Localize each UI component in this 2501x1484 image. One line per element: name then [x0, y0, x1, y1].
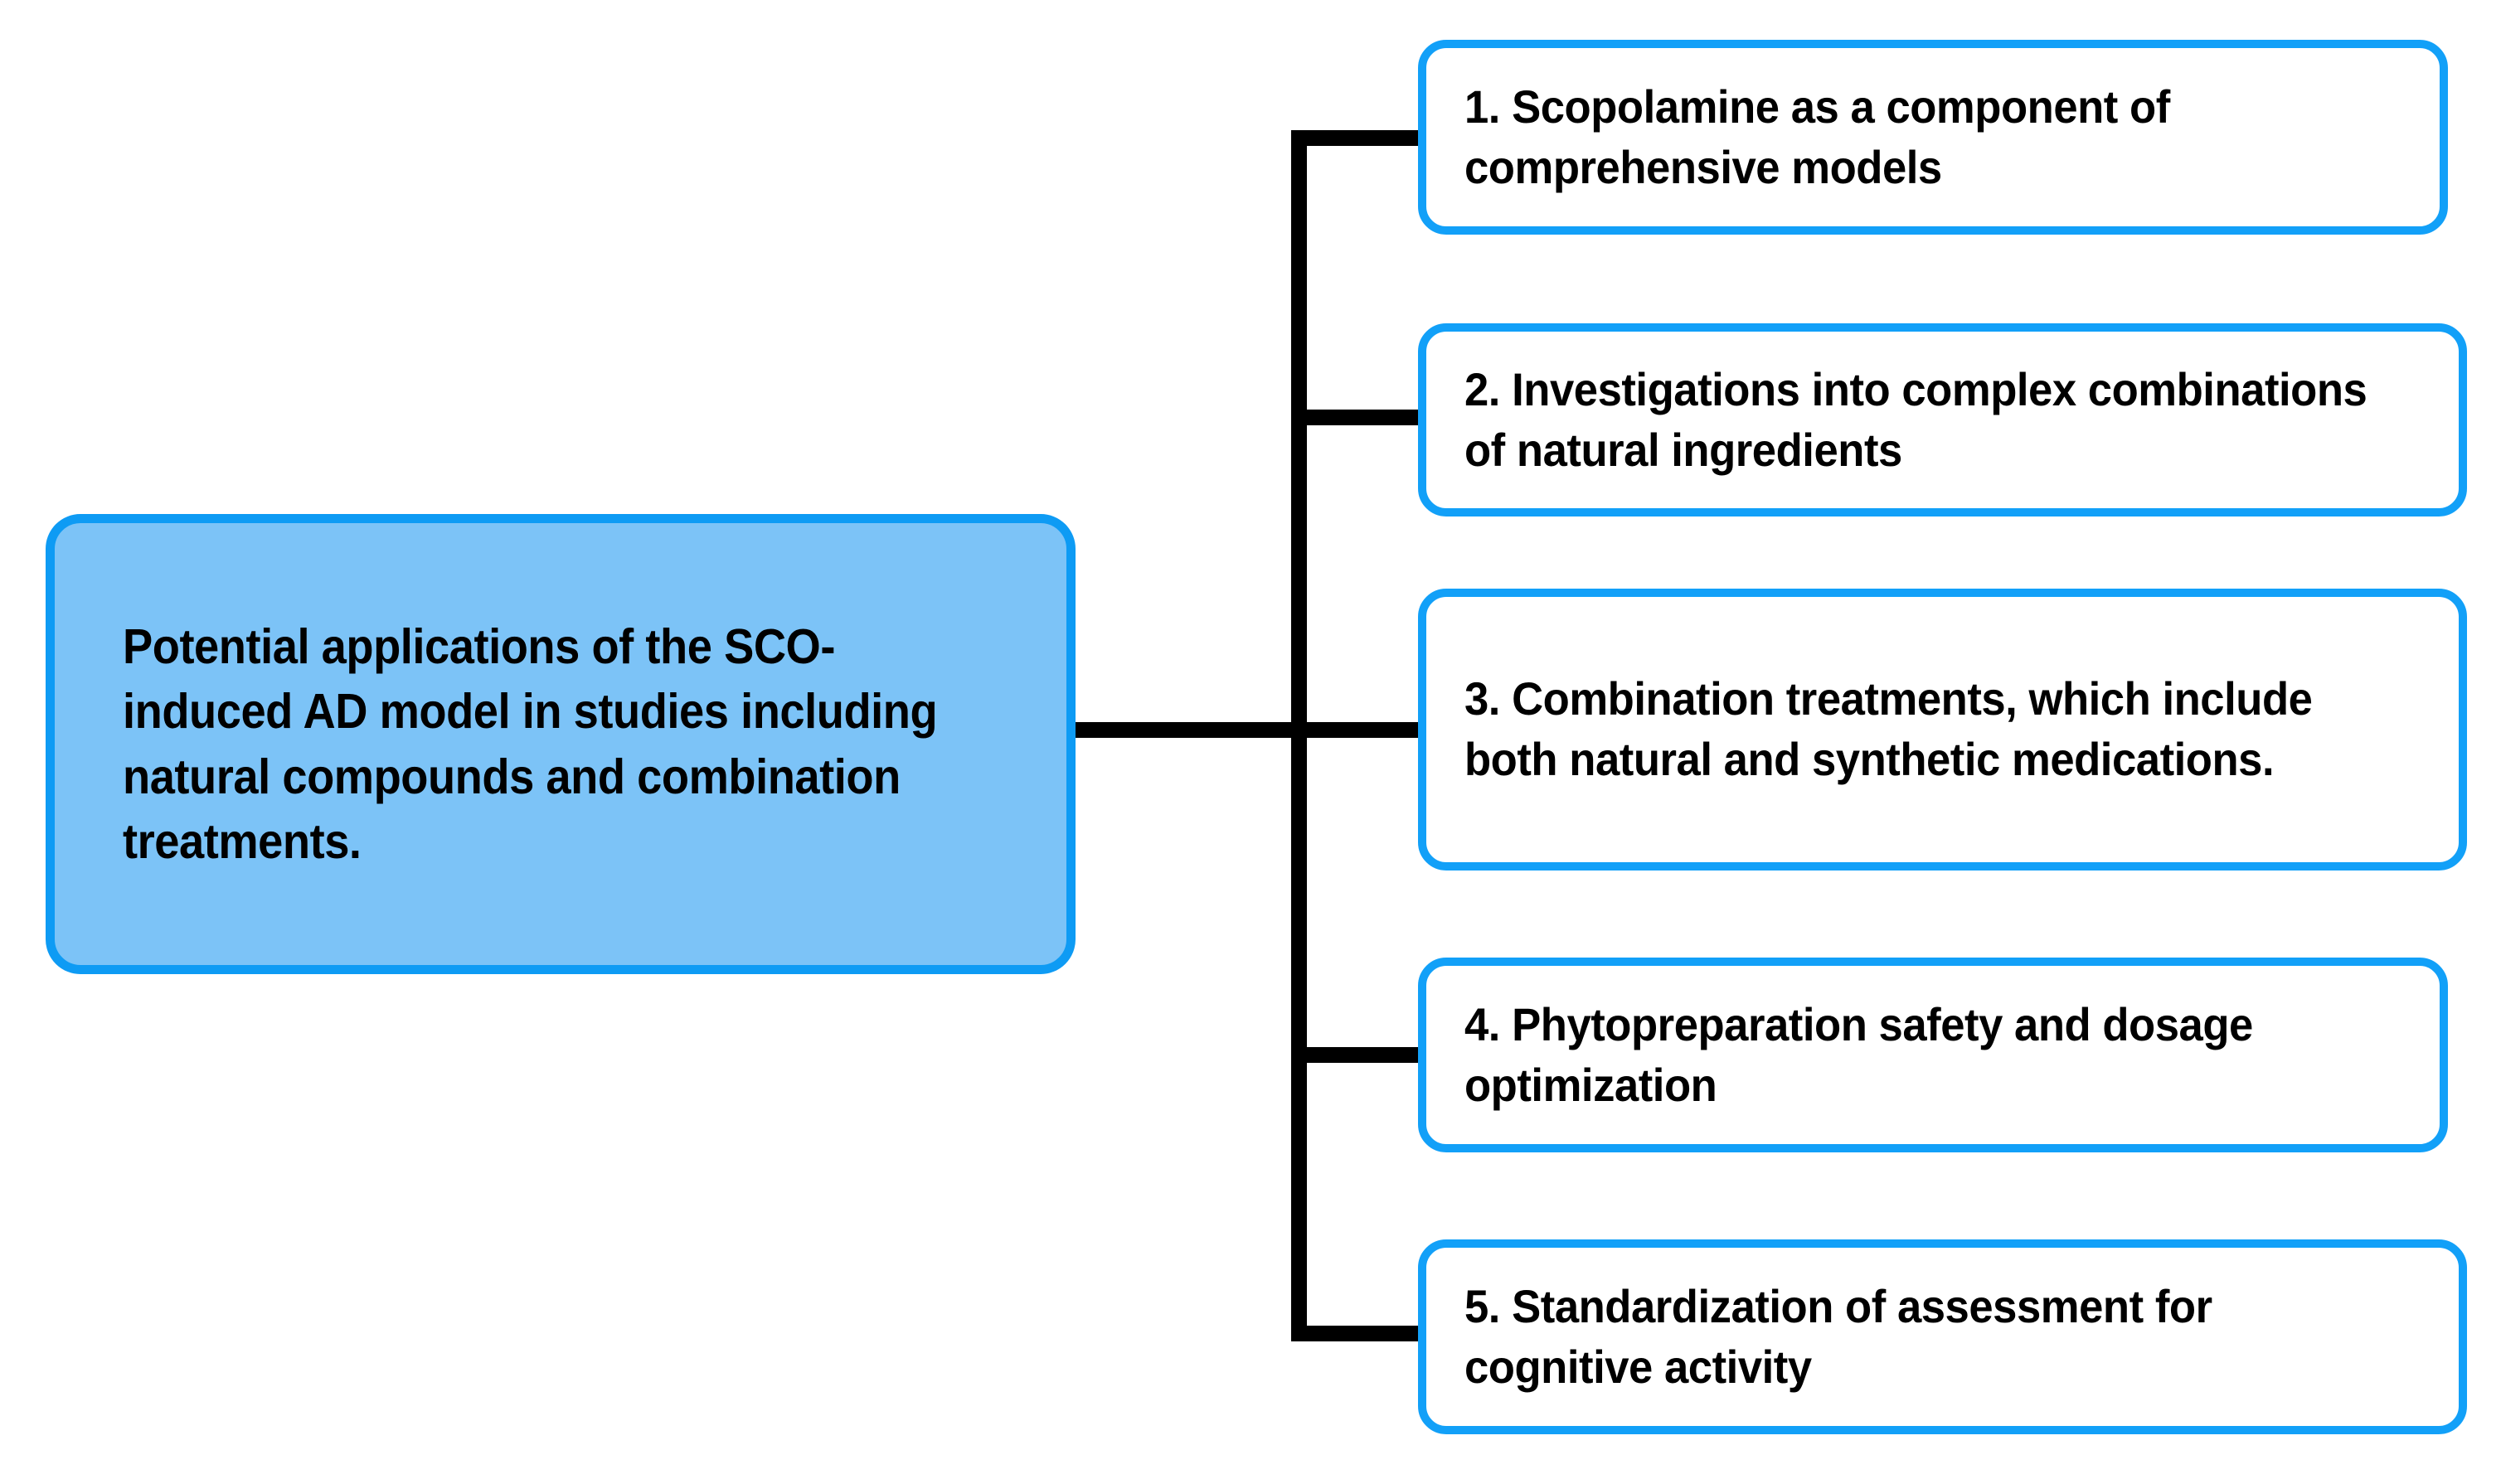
branch-node-5[interactable]: 5. Standardization of assessment for cog… [1418, 1239, 2467, 1434]
root-node-label: Potential applications of the SCO-induce… [123, 618, 938, 869]
connector-stub-branch-2 [1291, 410, 1420, 425]
root-node[interactable]: Potential applications of the SCO-induce… [46, 514, 1076, 974]
connector-stub-branch-1 [1291, 130, 1420, 146]
connector-root-to-trunk [1068, 722, 1304, 738]
branch-node-2[interactable]: 2. Investigations into complex combinati… [1418, 323, 2467, 516]
branch-node-3-label: 3. Combination treatments, which include… [1464, 672, 2313, 785]
connector-stub-branch-5 [1291, 1326, 1420, 1341]
connector-stub-branch-4 [1291, 1047, 1420, 1063]
branch-node-1-label: 1. Scopolamine as a component of compreh… [1464, 80, 2170, 193]
branch-node-1[interactable]: 1. Scopolamine as a component of compreh… [1418, 40, 2448, 235]
branch-node-4[interactable]: 4. Phytopreparation safety and dosage op… [1418, 958, 2448, 1152]
branch-node-2-label: 2. Investigations into complex combinati… [1464, 362, 2367, 476]
branch-node-5-label: 5. Standardization of assessment for cog… [1464, 1279, 2212, 1393]
branch-node-4-label: 4. Phytopreparation safety and dosage op… [1464, 997, 2253, 1111]
branch-node-3[interactable]: 3. Combination treatments, which include… [1418, 589, 2467, 871]
connector-stub-branch-3 [1291, 722, 1420, 738]
